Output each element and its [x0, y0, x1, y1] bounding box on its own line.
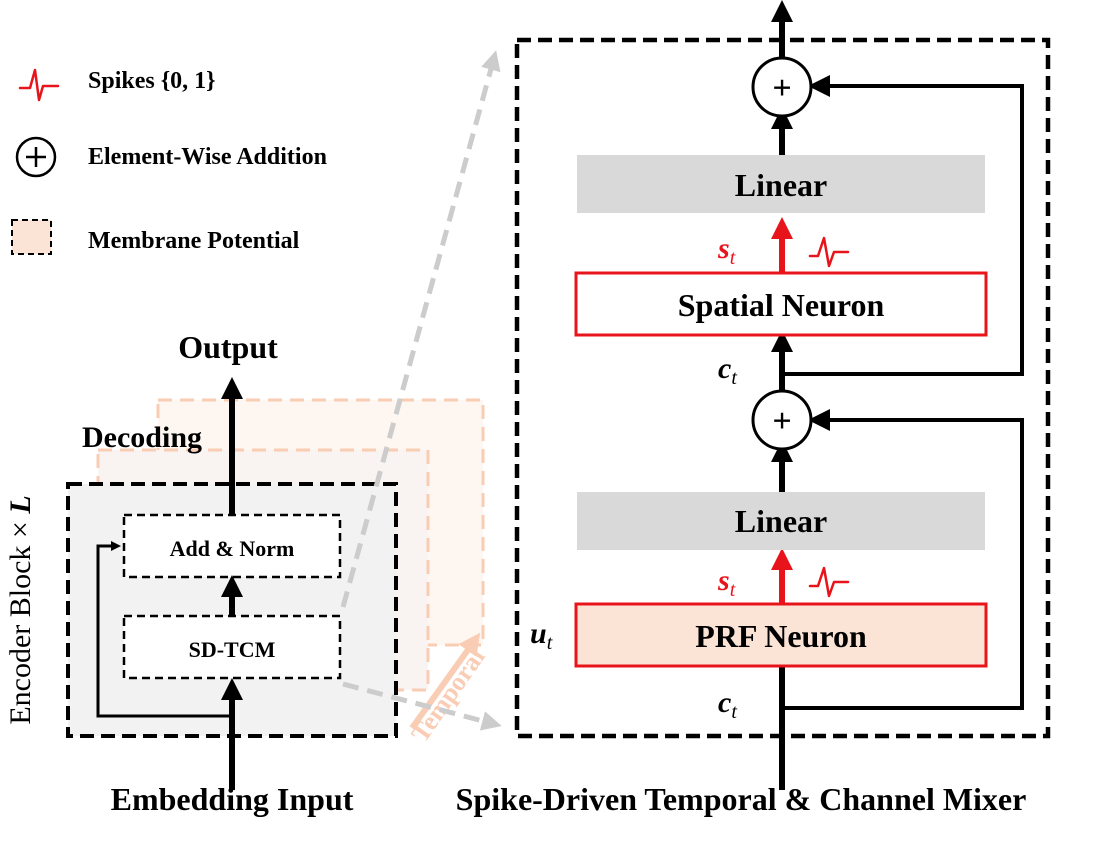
encoder-side-label: Encoder Block × L: [4, 495, 37, 724]
residual-path-top: [782, 75, 1024, 376]
output-label: Output: [178, 329, 278, 365]
residual-skip-arrow: [96, 541, 232, 718]
decoding-label: Decoding: [82, 421, 202, 454]
addition-node-top: +: [751, 56, 813, 118]
mixer-panel: PRF Neuron Linear Spatial Neuron Linear …: [456, 0, 1051, 817]
spatial-neuron-label: Spatial Neuron: [678, 287, 885, 323]
prf-neuron-box: [574, 602, 988, 668]
s-t-label-top: st: [717, 232, 736, 269]
sdtcm-box: [122, 614, 342, 680]
zoom-arrow-lower: [342, 681, 502, 731]
linear-top-label: Linear: [735, 167, 827, 203]
prf-neuron-label: PRF Neuron: [695, 618, 867, 654]
sdtcm-label: SD-TCM: [189, 637, 276, 662]
membrane-swatch: [11, 219, 52, 255]
linear-top-box: [577, 155, 985, 213]
legend: Spikes {0, 1} Element-Wise Addition Memb…: [11, 68, 327, 255]
s-t-label-bottom: st: [717, 564, 736, 601]
mixer-title: Spike-Driven Temporal & Channel Mixer: [456, 781, 1027, 817]
temporal-arrow: [409, 632, 481, 730]
spike-icon-top: [808, 236, 850, 268]
add-norm-label: Add & Norm: [170, 536, 295, 561]
zoom-arrow-upper: [340, 50, 501, 608]
addition-icon: [15, 136, 57, 178]
linear-bottom-box: [577, 492, 985, 550]
addition-node-top-sign: +: [772, 70, 791, 107]
spike-icon-bottom: [808, 566, 850, 598]
linear-bottom-label: Linear: [735, 503, 827, 539]
c-t-label-top: ct: [718, 352, 737, 389]
addition-node-bottom: +: [751, 389, 813, 451]
addition-node-bottom-sign: +: [772, 403, 791, 440]
embedding-input-label: Embedding Input: [111, 781, 354, 817]
c-t-label-bottom: ct: [718, 686, 737, 723]
legend-membrane-label: Membrane Potential: [88, 228, 300, 254]
encoder-block: Add & Norm SD-TCM Output Decoding Encode…: [4, 329, 491, 817]
spatial-neuron-box: [574, 271, 988, 337]
legend-addition-label: Element-Wise Addition: [88, 144, 327, 170]
spike-icon: [18, 68, 60, 102]
residual-path-bottom: [782, 409, 1024, 710]
legend-spikes-label: Spikes {0, 1}: [88, 68, 216, 94]
u-t-label: ut: [530, 617, 553, 654]
